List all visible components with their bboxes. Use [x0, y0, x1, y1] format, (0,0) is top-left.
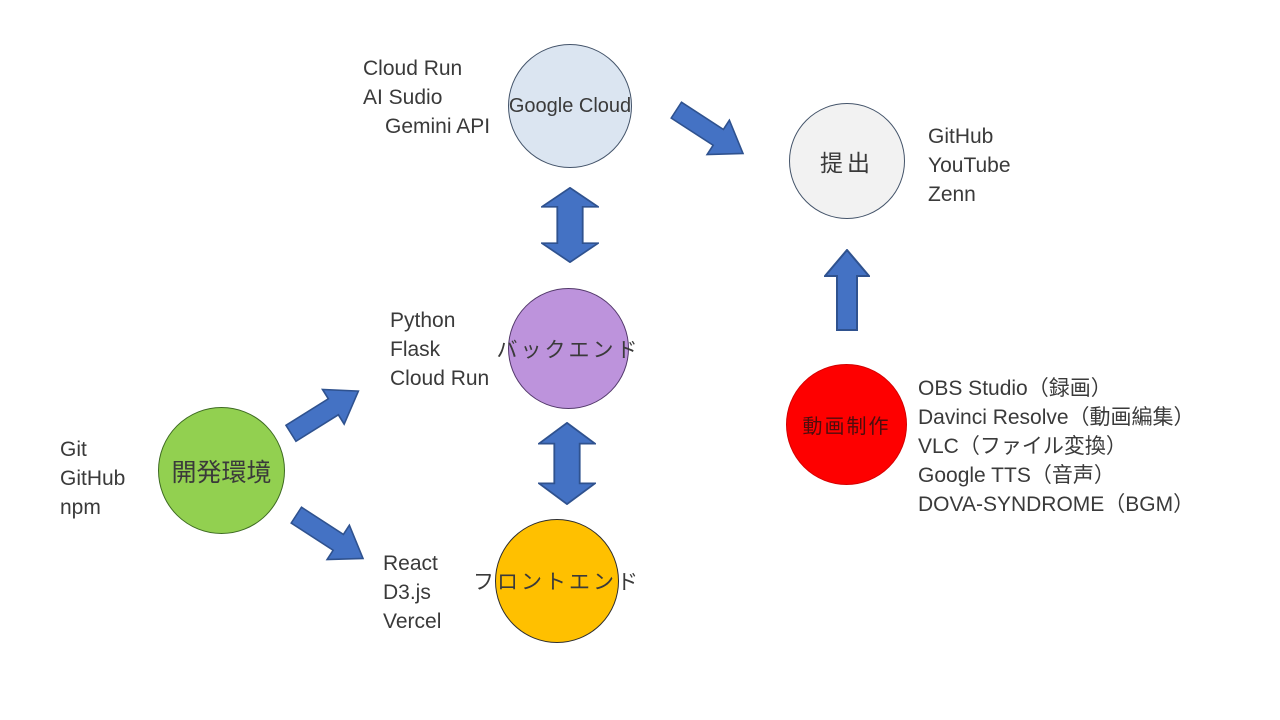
annotation-google-cloud-tools: Cloud Run AI Sudio Gemini API — [363, 54, 490, 141]
annotation-line: npm — [60, 496, 101, 519]
annotation-line: Git — [60, 438, 87, 461]
annotation-line: AI Sudio — [363, 86, 443, 109]
annotation-line: React — [383, 552, 438, 575]
annotation-dev-environment-tools: Git GitHub npm — [60, 435, 125, 522]
node-dev-environment-label: 開発環境 — [171, 458, 272, 487]
node-submission-label: 提出 — [820, 150, 874, 176]
node-backend: バックエンド — [497, 288, 638, 409]
annotation-line: Cloud Run — [363, 57, 463, 80]
annotation-line: Google TTS（音声） — [918, 464, 1115, 487]
arrow-dev-environment-to-backend-tools — [279, 372, 372, 453]
annotation-line: Python — [390, 309, 456, 332]
node-frontend: フロントエンド — [473, 519, 638, 643]
double-arrow-backend-frontend — [538, 422, 596, 505]
annotation-backend-tools: Python Flask Cloud Run — [390, 306, 489, 393]
annotation-line: OBS Studio（録画） — [918, 377, 1112, 400]
right-block-arrow-icon — [284, 388, 360, 443]
node-frontend-label: フロントエンド — [473, 571, 641, 594]
node-dev-environment: 開発環境 — [158, 407, 285, 534]
annotation-line: Zenn — [928, 183, 976, 206]
up-down-block-arrow-icon — [538, 422, 596, 505]
annotation-line: GitHub — [60, 467, 126, 490]
annotation-line: D3.js — [383, 581, 431, 604]
node-submission: 提出 — [789, 103, 905, 219]
node-video-production: 動画制作 — [786, 364, 907, 485]
up-down-block-arrow-icon — [541, 187, 599, 263]
annotation-line: GitHub — [928, 125, 994, 148]
node-google-cloud-label: Google Cloud — [508, 94, 632, 117]
annotation-line: DOVA-SYNDROME（BGM） — [918, 493, 1195, 516]
annotation-frontend-tools: React D3.js Vercel — [383, 549, 441, 636]
annotation-line: YouTube — [928, 154, 1011, 177]
up-block-arrow-icon — [824, 249, 870, 331]
node-backend-label: バックエンド — [496, 338, 641, 362]
arrow-google-cloud-to-submission — [664, 91, 757, 173]
right-block-arrow-icon — [670, 101, 745, 156]
node-video-production-label: 動画制作 — [802, 416, 891, 438]
annotation-line: Davinci Resolve（動画編集） — [918, 406, 1195, 429]
double-arrow-google-cloud-backend — [541, 187, 599, 263]
arrow-video-production-to-submission — [824, 249, 870, 331]
annotation-line: VLC（ファイル変換） — [918, 435, 1127, 458]
annotation-video-production-tools: OBS Studio（録画） Davinci Resolve（動画編集） VLC… — [918, 374, 1195, 519]
annotation-line: Cloud Run — [390, 367, 490, 390]
annotation-line: Gemini API — [385, 115, 491, 138]
annotation-submission-targets: GitHub YouTube Zenn — [928, 122, 1011, 209]
node-google-cloud: Google Cloud — [508, 44, 632, 168]
annotation-line: Flask — [390, 338, 441, 361]
arrow-dev-environment-to-frontend-tools — [284, 496, 377, 578]
annotation-line: Vercel — [383, 610, 442, 633]
right-block-arrow-icon — [290, 506, 365, 561]
